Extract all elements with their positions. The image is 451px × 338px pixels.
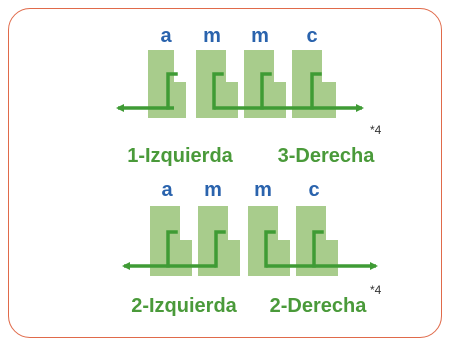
inner-stroke-2 — [214, 230, 226, 268]
right-label: 3-Derecha — [278, 145, 376, 167]
block-4 — [292, 50, 336, 118]
block-3 — [248, 206, 290, 276]
block-4 — [296, 206, 338, 276]
block-1 — [150, 206, 192, 276]
footnote-marker: *4 — [370, 283, 382, 297]
footnote-marker: *4 — [370, 123, 382, 137]
inner-stroke-1 — [166, 230, 178, 268]
letter-3: m — [251, 25, 269, 47]
block-2 — [198, 206, 240, 276]
letter-1: a — [160, 25, 172, 47]
inner-stroke-1 — [166, 72, 178, 110]
arrangement-diagrams: a m m c 1-Izquierda 3-Derecha *4 — [116, 25, 382, 317]
letter-4: c — [306, 25, 317, 47]
letter-2: m — [204, 179, 222, 201]
left-label: 1-Izquierda — [127, 145, 233, 167]
inner-stroke-3 — [260, 72, 272, 110]
inner-stroke-4 — [310, 72, 322, 110]
diagram-1: a m m c 1-Izquierda 3-Derecha *4 — [116, 25, 382, 167]
left-label: 2-Izquierda — [131, 295, 237, 317]
letter-3: m — [254, 179, 272, 201]
right-label: 2-Derecha — [270, 295, 368, 317]
letter-2: m — [203, 25, 221, 47]
block-2 — [196, 50, 238, 118]
diagram-2: a m m c 2-Izquierda 2-Derecha *4 — [122, 179, 382, 317]
inner-stroke-4 — [312, 230, 324, 268]
block-3 — [244, 50, 286, 118]
letter-1: a — [161, 179, 173, 201]
letter-4: c — [308, 179, 319, 201]
inner-stroke-3 — [264, 230, 276, 268]
inner-stroke-2 — [212, 72, 224, 110]
